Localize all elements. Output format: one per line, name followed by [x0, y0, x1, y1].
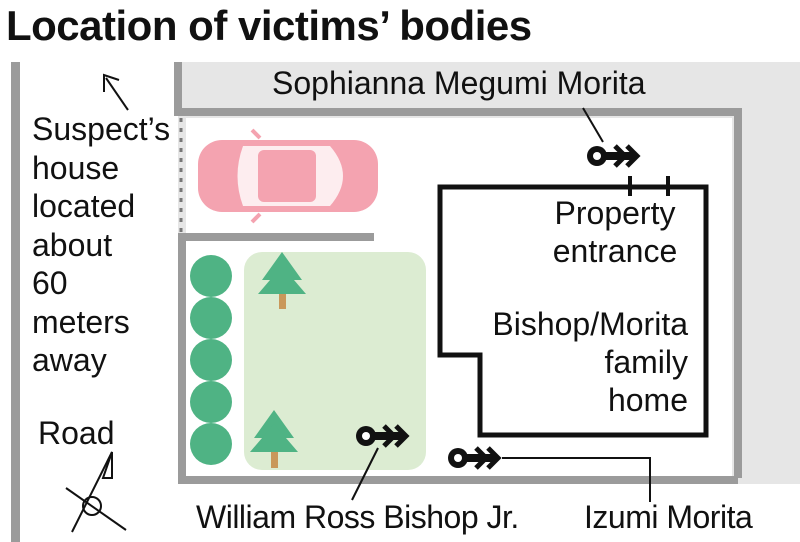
victim-marker-icon: [448, 446, 502, 470]
shrub: [190, 297, 232, 339]
home-label: Bishop/Morita family home: [492, 306, 688, 418]
shrub: [190, 255, 232, 297]
victim-label-william: William Ross Bishop Jr.: [196, 499, 519, 535]
shrub: [190, 423, 232, 465]
road-edge-left: [11, 62, 20, 542]
victim-marker-icon: [587, 144, 641, 168]
shrub-row: [190, 255, 232, 465]
tree-icon: [250, 410, 298, 468]
house-outline: [437, 184, 709, 438]
leader-line-sophianna: [582, 107, 604, 143]
car-icon: [198, 128, 378, 224]
page-title: Location of victims’ bodies: [6, 2, 532, 49]
victim-label-izumi: Izumi Morita: [584, 499, 753, 535]
lot-border-middle: [178, 233, 738, 484]
leader-line-izumi: [502, 457, 651, 502]
shrub: [190, 381, 232, 423]
compass-icon: [65, 451, 127, 533]
lot-bottom-strip: [178, 484, 800, 542]
lot-border-top: [174, 62, 742, 478]
road-label: Road: [38, 415, 115, 451]
victim-label-sophianna: Sophianna Megumi Morita: [272, 65, 646, 101]
driveway-lot: [178, 62, 800, 112]
victim-marker-icon: [356, 424, 410, 448]
tree-icon: [258, 252, 306, 309]
road-lane: [20, 62, 178, 542]
suspect-house-label: Suspect’s house located about 60 meters …: [32, 111, 171, 378]
road-sidewalk-left: [0, 62, 11, 542]
arrow-up-left-icon: [103, 73, 129, 111]
property-entrance-label: Property entrance: [552, 195, 678, 269]
garden-area: [244, 252, 426, 470]
shrub: [190, 339, 232, 381]
leader-line-william: [351, 447, 379, 501]
